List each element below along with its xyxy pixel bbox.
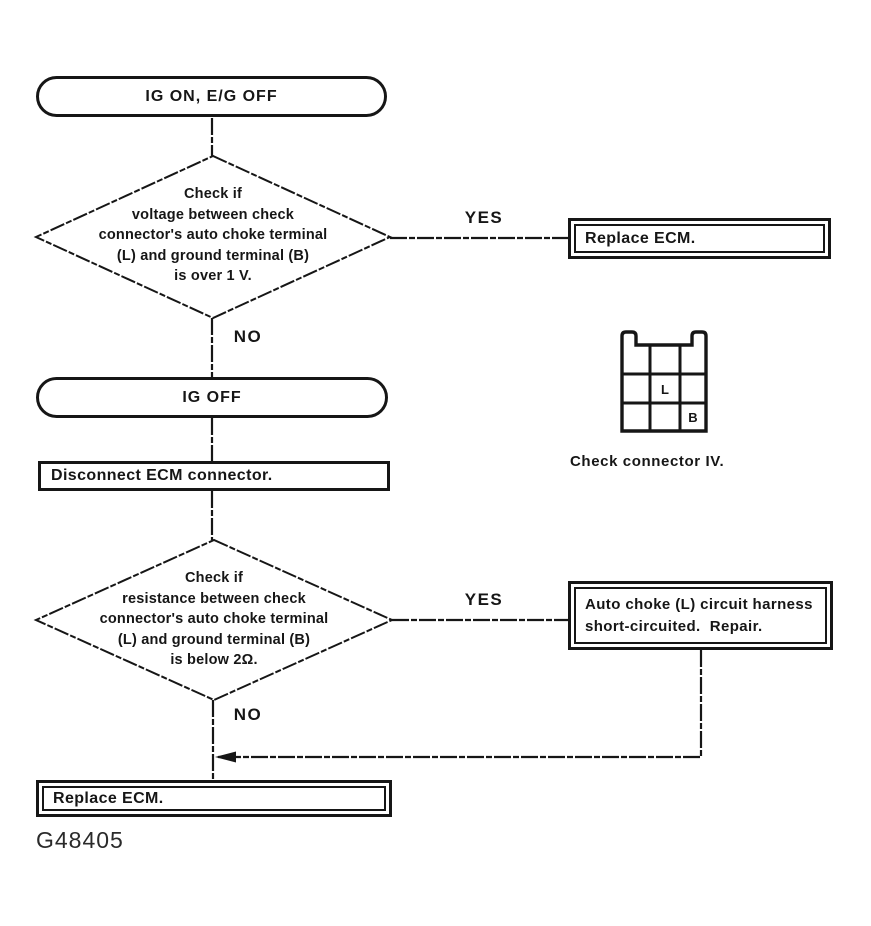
result-short-circuit-line1: Auto choke (L) circuit harness (585, 595, 813, 613)
result-replace-ecm-bottom-inner: Replace ECM. (42, 786, 386, 811)
decision1-yes-label: YES (464, 208, 504, 227)
check-connector-caption: Check connector IV. (570, 453, 725, 470)
decision1-line4: (L) and ground terminal (B) (116, 247, 310, 264)
arrowhead-left-icon (215, 751, 236, 763)
decision2-diamond-shape (33, 538, 395, 702)
ig-off-label: IG OFF (182, 388, 242, 406)
result-short-circuit-inner: Auto choke (L) circuit harness short-cir… (574, 587, 827, 644)
decision2-text: Check if resistance between check connec… (64, 568, 364, 671)
decision2-no-label: NO (233, 705, 263, 724)
result-short-circuit-line2: short-circuited. Repair. (585, 617, 763, 635)
decision2-line4: (L) and ground terminal (B) (117, 631, 311, 648)
check-connector-icon (620, 330, 708, 433)
decision1-no-label: NO (233, 327, 263, 346)
decision2-line2: resistance between check (122, 590, 306, 607)
result-replace-ecm-bottom-box: Replace ECM. (36, 780, 392, 817)
ig-off-terminal: IG OFF (36, 377, 388, 418)
figure-code: G48405 (36, 827, 124, 853)
result-short-circuit-box: Auto choke (L) circuit harness short-cir… (568, 581, 833, 650)
decision1-line2: voltage between check (131, 206, 295, 223)
edge-return-to-replace-ecm (218, 650, 703, 759)
decision2-line1: Check if (184, 570, 243, 586)
decision2-line5: is below 2Ω. (170, 652, 258, 668)
result-replace-ecm-bottom-label: Replace ECM. (53, 789, 164, 807)
start-terminal: IG ON, E/G OFF (36, 76, 387, 117)
decision1-line5: is over 1 V. (174, 268, 252, 284)
decision1-line1: Check if (183, 186, 242, 202)
decision2-yes-label: YES (464, 590, 504, 609)
step-disconnect-box: Disconnect ECM connector. (38, 461, 390, 491)
connector-terminal-b: B (688, 409, 698, 425)
result-replace-ecm-top-inner: Replace ECM. (574, 224, 825, 253)
result-replace-ecm-top-box: Replace ECM. (568, 218, 831, 259)
connector-outline (620, 330, 708, 433)
decision1-text: Check if voltage between check connector… (63, 184, 363, 287)
connector-terminal-l: L (661, 381, 669, 397)
decision1-line3: connector's auto choke terminal (98, 227, 328, 243)
result-replace-ecm-top-label: Replace ECM. (585, 229, 696, 247)
decision2-line3: connector's auto choke terminal (99, 611, 329, 627)
step-disconnect-label: Disconnect ECM connector. (51, 467, 273, 484)
start-terminal-label: IG ON, E/G OFF (145, 87, 278, 105)
